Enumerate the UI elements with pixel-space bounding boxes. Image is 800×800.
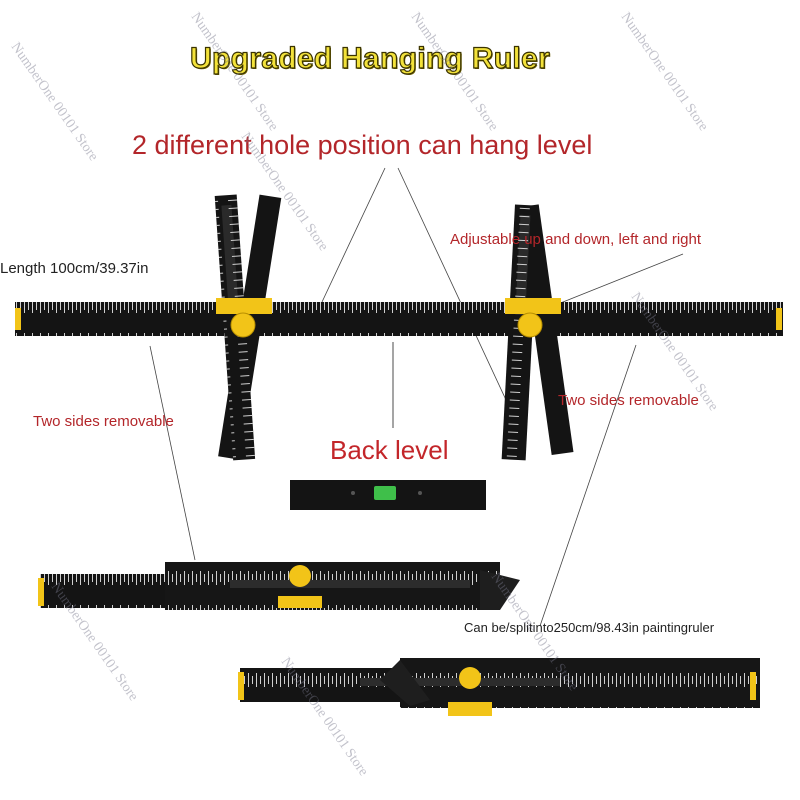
- main-ruler: [15, 302, 783, 336]
- back-level-block: [290, 480, 486, 510]
- split-ruler-upper: [38, 562, 520, 610]
- length-label: Length 100cm/39.37in: [0, 260, 149, 277]
- page-title: Upgraded Hanging Ruler: [189, 41, 550, 75]
- split-label: Can be/splitinto250cm/98.43in paintingru…: [464, 620, 715, 635]
- removable-right-label: Two sides removable: [558, 392, 699, 409]
- removable-left-label: Two sides removable: [33, 413, 174, 430]
- split-ruler-lower: [238, 658, 760, 716]
- leader-lines: [149, 167, 684, 627]
- right-arm: [501, 204, 574, 461]
- back-level-label: Back level: [330, 435, 449, 465]
- subtitle: 2 different hole position can hang level: [132, 130, 593, 160]
- left-arm: [214, 194, 282, 461]
- adjustable-label: Adjustable up and down, left and right: [450, 231, 702, 248]
